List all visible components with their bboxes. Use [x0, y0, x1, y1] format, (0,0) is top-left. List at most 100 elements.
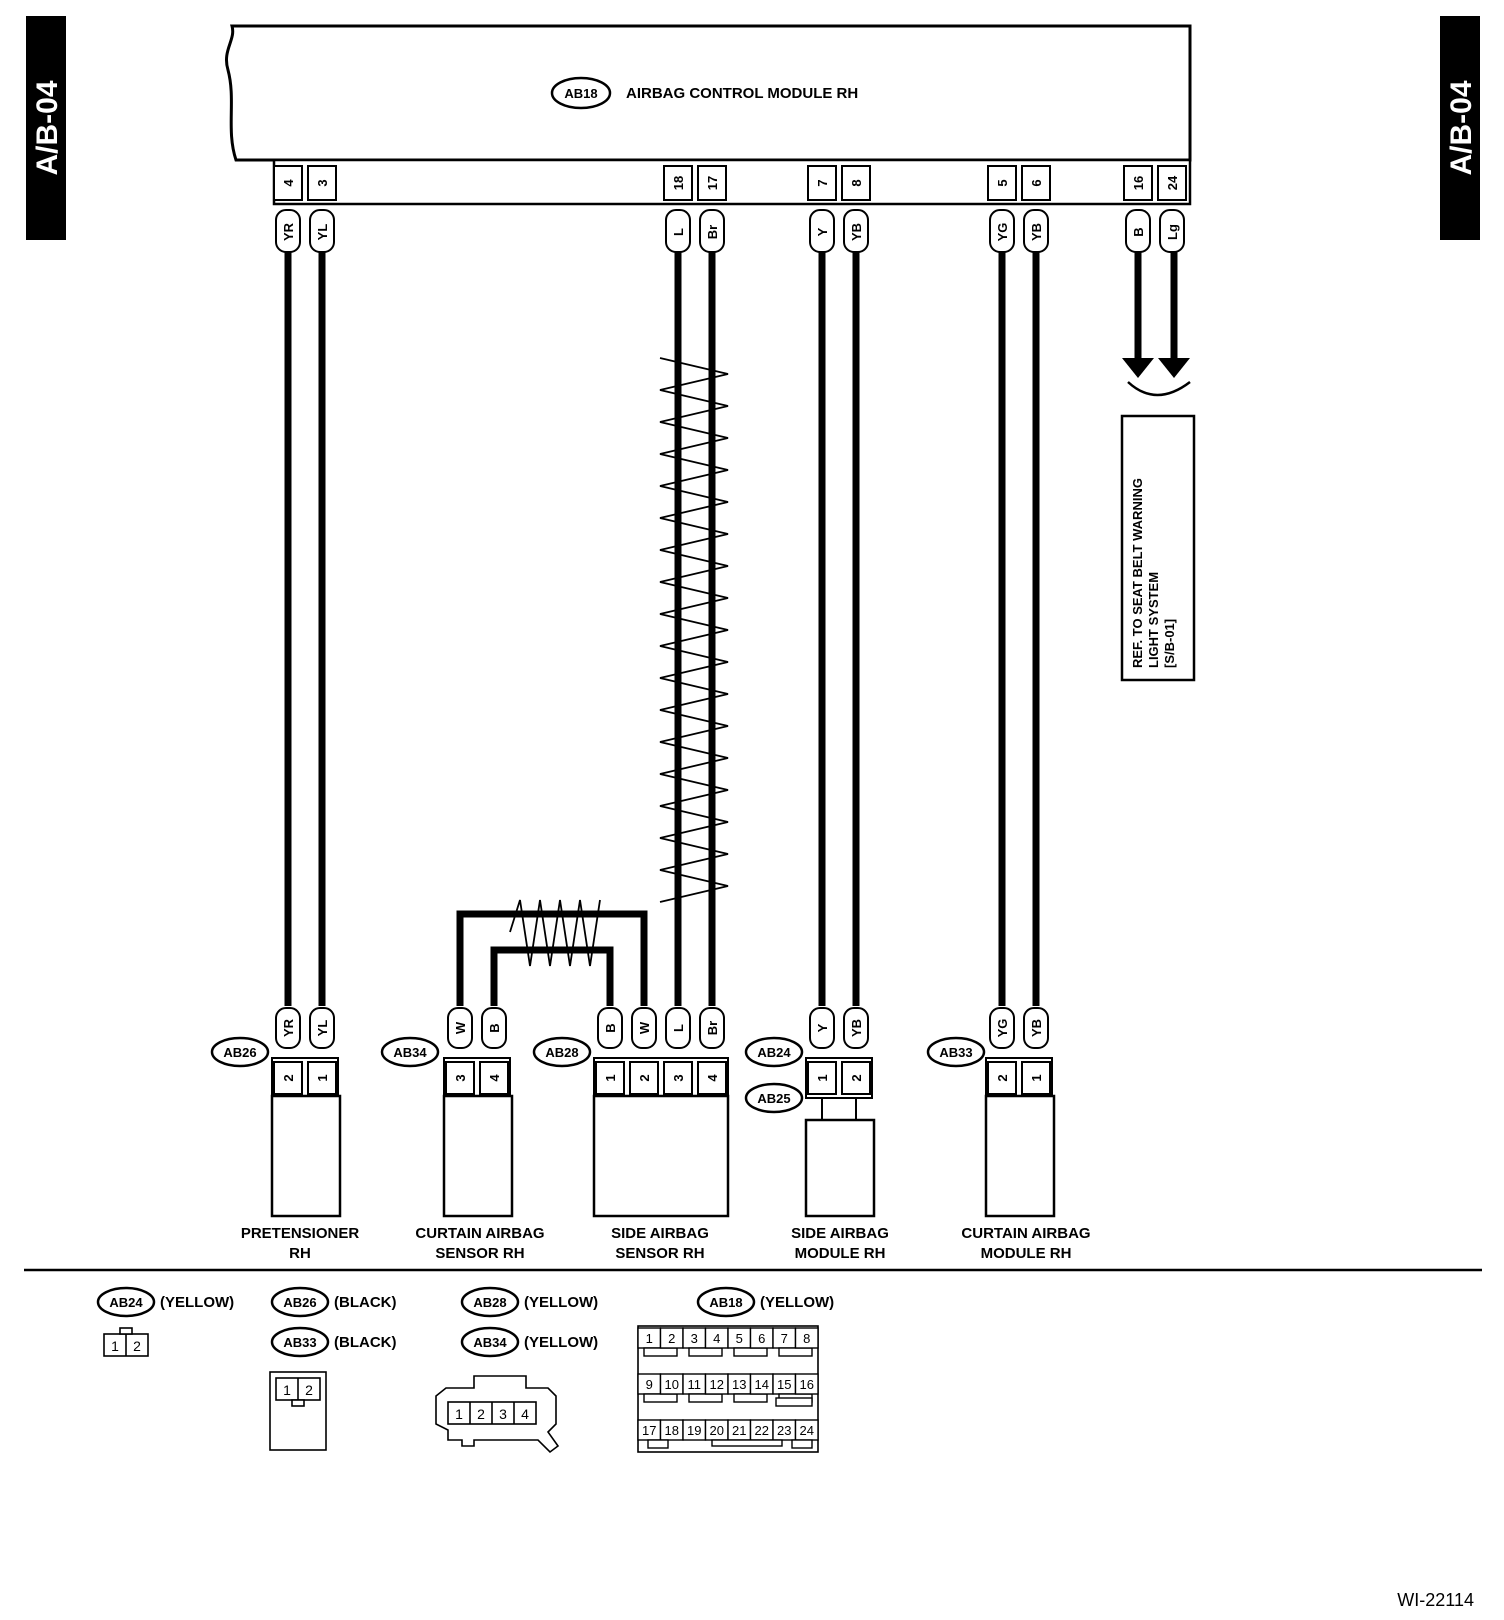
device-body [804, 1118, 876, 1218]
svg-text:AB25: AB25 [757, 1091, 790, 1106]
svg-text:5: 5 [736, 1331, 743, 1346]
wire-color-label: W [453, 1021, 468, 1034]
wire-color-tag: YR [275, 209, 301, 253]
wire-color-label: YB [1029, 1019, 1044, 1037]
ref-line-2: LIGHT SYSTEM [1146, 572, 1161, 668]
wire-color-tag: YG [989, 1007, 1015, 1049]
legend-color: (BLACK) [334, 1294, 396, 1311]
module-pin: 7Y [807, 165, 837, 253]
wire-color-label: YG [995, 1019, 1010, 1038]
wire-color-label: Y [815, 227, 830, 236]
svg-text:12: 12 [710, 1377, 724, 1392]
wire-color-label: YB [849, 223, 864, 241]
device-name-line2: MODULE RH [981, 1245, 1072, 1262]
svg-text:14: 14 [755, 1377, 769, 1392]
module-pin-number: 7 [815, 179, 830, 186]
twisted-pair-short [509, 899, 601, 967]
svg-text:4: 4 [713, 1331, 720, 1346]
svg-text:20: 20 [710, 1423, 724, 1438]
svg-text:AB18: AB18 [709, 1295, 742, 1310]
wire-color-tag: Lg [1159, 209, 1185, 253]
wire-color-label: L [671, 1024, 686, 1032]
module-pin: 18L [663, 165, 693, 253]
legend-color: (BLACK) [334, 1334, 396, 1351]
svg-text:22: 22 [755, 1423, 769, 1438]
device-group: 2YR1YLAB26PRETENSIONERRH3W4BAB34CURTAIN … [210, 1007, 1091, 1262]
legend-code-tag: AB26 [270, 1286, 330, 1318]
device-pin-number: 1 [1029, 1074, 1044, 1081]
svg-text:16: 16 [800, 1377, 814, 1392]
svg-text:AB34: AB34 [473, 1335, 507, 1350]
page-tag-right: A/B-04 [1440, 16, 1480, 240]
wire-color-label: Y [815, 1023, 830, 1032]
module-pin-number: 8 [849, 179, 864, 186]
wire-color-tag: Y [809, 1007, 835, 1049]
svg-text:AB26: AB26 [223, 1045, 256, 1060]
wire-color-label: B [1131, 227, 1146, 236]
wire-color-label: Lg [1165, 224, 1180, 240]
ref-line-3: [S/B-01] [1162, 619, 1177, 668]
svg-text:2: 2 [477, 1406, 485, 1422]
svg-text:A/B-04: A/B-04 [31, 80, 64, 175]
device-pin-number: 3 [453, 1074, 468, 1081]
device-pin-number: 1 [603, 1074, 618, 1081]
svg-text:AB18: AB18 [564, 86, 597, 101]
wire-color-tag: B [597, 1007, 623, 1049]
legend-color: (YELLOW) [524, 1294, 598, 1311]
device-body [270, 1094, 342, 1218]
wire-color-label: YB [849, 1019, 864, 1037]
wire [456, 910, 648, 1006]
ref-arrows: REF. TO SEAT BELT WARNING LIGHT SYSTEM [… [1120, 358, 1196, 682]
svg-text:7: 7 [781, 1331, 788, 1346]
device-body [984, 1094, 1056, 1218]
device-pin-number: 2 [281, 1074, 296, 1081]
wire-color-tag: W [631, 1007, 657, 1049]
wire-color-tag: B [481, 1007, 507, 1049]
device-pin-number: 1 [315, 1074, 330, 1081]
module-pin-number: 16 [1131, 176, 1146, 190]
wire-color-label: W [637, 1021, 652, 1034]
svg-text:AB33: AB33 [283, 1335, 316, 1350]
wire-color-tag: Y [809, 209, 835, 253]
svg-text:AB28: AB28 [473, 1295, 506, 1310]
legend-color: (YELLOW) [760, 1294, 834, 1311]
legend-code-tag: AB28 [460, 1286, 520, 1318]
wire-color-label: YR [281, 1018, 296, 1037]
wire-color-label: B [487, 1023, 502, 1032]
device-pin-number: 3 [671, 1074, 686, 1081]
svg-text:23: 23 [777, 1423, 791, 1438]
legend-code-tag: AB18 [696, 1286, 756, 1318]
module-pin: 4YR [273, 165, 303, 253]
wire-color-tag: YL [309, 1007, 335, 1049]
module-connector-tag: AB18 [550, 76, 612, 110]
svg-text:1: 1 [646, 1331, 653, 1346]
device-name-line2: RH [289, 1245, 311, 1262]
connector-code-tag: AB34 [380, 1036, 440, 1068]
wire-harness [284, 252, 1178, 1006]
device-name-line1: SIDE AIRBAG [791, 1225, 889, 1242]
wire-color-tag: YG [989, 209, 1015, 253]
svg-text:19: 19 [687, 1423, 701, 1438]
svg-text:15: 15 [777, 1377, 791, 1392]
wire-color-tag: Br [699, 209, 725, 253]
module-pin-number: 4 [281, 179, 296, 187]
legend-code-tag: AB34 [460, 1326, 520, 1358]
svg-text:AB34: AB34 [393, 1045, 427, 1060]
svg-text:AB26: AB26 [283, 1295, 316, 1310]
svg-text:AB33: AB33 [939, 1045, 972, 1060]
device-body [592, 1094, 730, 1218]
svg-text:6: 6 [758, 1331, 765, 1346]
svg-text:A/B-04: A/B-04 [1445, 80, 1478, 175]
wire-color-tag: W [447, 1007, 473, 1049]
connector-code-tag: AB28 [532, 1036, 592, 1068]
device-pin-number: 4 [705, 1074, 720, 1082]
